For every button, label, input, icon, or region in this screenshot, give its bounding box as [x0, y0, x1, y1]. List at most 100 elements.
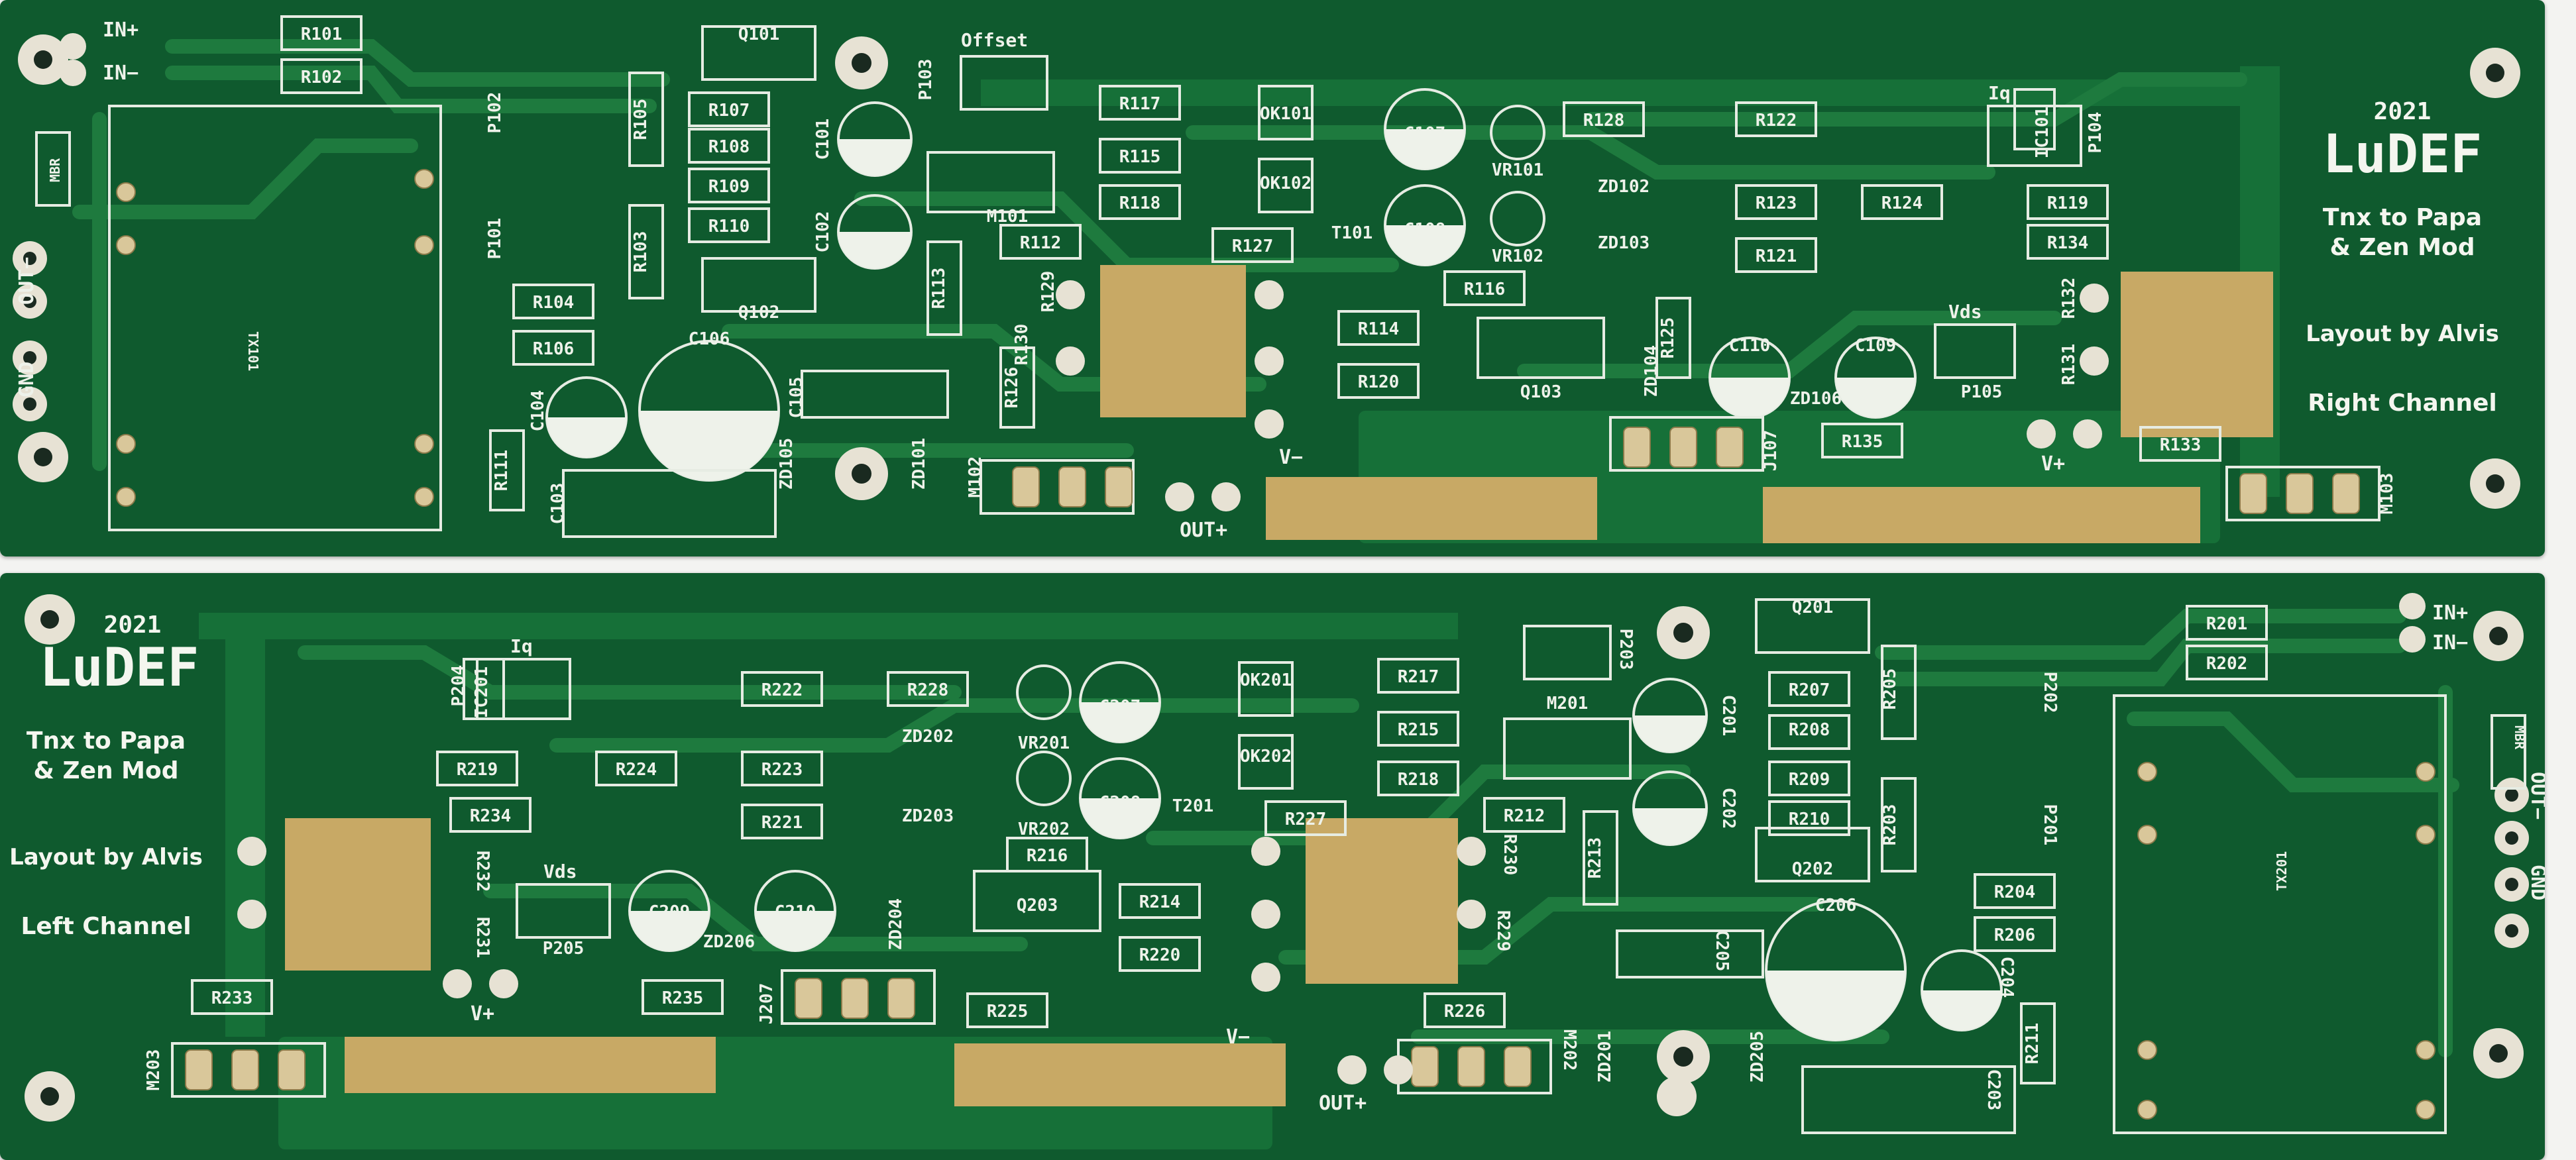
component-ref-r123: R123 — [1756, 193, 1797, 213]
component-ref-r108: R108 — [708, 137, 750, 157]
component-ref-r105: R105 — [631, 99, 651, 140]
pcb-top-text: 2021 LuDEF Tnx to Papa & Zen Mod Layout … — [15, 19, 2499, 542]
component-ref-zd102: ZD102 — [1598, 177, 1650, 197]
component-ref-vr101: VR101 — [1492, 160, 1543, 180]
component-ref-r206: R206 — [1994, 925, 2036, 945]
component-ref-zd203: ZD203 — [902, 806, 954, 826]
component-ref-p201: P201 — [2040, 804, 2060, 846]
board-title: LuDEF — [40, 637, 199, 698]
connector-label: V+ — [471, 1002, 494, 1026]
component-ref-r231: R231 — [473, 917, 492, 959]
credit-line-2: & Zen Mod — [34, 757, 179, 784]
component-ref-ic201: IC201 — [472, 666, 492, 718]
silk-label: Iq — [1988, 82, 2011, 104]
layout-credit: Layout by Alvis — [9, 844, 203, 870]
pcb-top-artwork — [13, 15, 2520, 543]
component-ref-r224: R224 — [616, 760, 657, 780]
component-ref-r112: R112 — [1020, 233, 1062, 253]
component-ref-q203: Q203 — [1017, 896, 1058, 916]
silk-label: MBR — [47, 158, 63, 182]
component-ref-c109: C109 — [1855, 336, 1897, 356]
component-ref-r207: R207 — [1789, 680, 1830, 700]
component-ref-c108: C108 — [1404, 220, 1446, 240]
component-ref-p102: P102 — [485, 92, 505, 134]
component-ref-r222: R222 — [761, 680, 803, 700]
component-ref-zd103: ZD103 — [1598, 233, 1650, 253]
component-ref-r117: R117 — [1119, 94, 1161, 114]
component-ref-r221: R221 — [761, 813, 803, 833]
component-ref-r132: R132 — [2059, 278, 2079, 319]
component-ref-r217: R217 — [1398, 667, 1439, 687]
component-ref-r111: R111 — [492, 450, 512, 492]
silk-label: TX201 — [2274, 851, 2290, 891]
component-ref-r220: R220 — [1139, 945, 1181, 965]
component-ref-c110: C110 — [1729, 336, 1771, 356]
component-ref-vr102: VR102 — [1492, 246, 1543, 266]
component-ref-r125: R125 — [1658, 317, 1678, 359]
component-ref-m203: M203 — [144, 1049, 164, 1091]
component-ref-r129: R129 — [1038, 271, 1058, 313]
component-ref-r234: R234 — [470, 806, 512, 826]
channel-label: Left Channel — [21, 913, 191, 940]
component-ref-c105: C105 — [787, 377, 807, 419]
connector-label: IN+ — [2432, 602, 2468, 625]
mounting-holes — [18, 34, 2520, 509]
connector-label: OUT+ — [1180, 519, 1227, 542]
component-ref-r233: R233 — [211, 988, 253, 1008]
component-ref-m102: M102 — [966, 456, 985, 498]
component-ref-q201: Q201 — [1792, 598, 1834, 617]
component-ref-zd106: ZD106 — [1790, 389, 1842, 409]
mounting-holes — [25, 594, 2524, 1122]
component-ref-c207: C207 — [1099, 697, 1141, 717]
component-ref-c203: C203 — [1984, 1069, 2003, 1111]
component-ref-c103: C103 — [548, 483, 568, 525]
connector-label: OUT− — [2526, 772, 2545, 819]
component-ref-ok201: OK201 — [1240, 670, 1292, 690]
component-ref-p205: P205 — [543, 939, 585, 959]
credit-line-1: Tnx to Papa — [2323, 204, 2482, 231]
component-ref-c102: C102 — [813, 211, 833, 253]
component-ref-zd201: ZD201 — [1595, 1031, 1615, 1082]
component-ref-q103: Q103 — [1520, 382, 1562, 402]
year-label: 2021 — [104, 611, 162, 639]
connector-label: OUT− — [15, 257, 38, 305]
component-ref-r101: R101 — [301, 25, 343, 44]
component-ref-r115: R115 — [1119, 147, 1161, 167]
component-ref-r208: R208 — [1789, 720, 1830, 740]
connector-label: IN− — [2432, 631, 2468, 655]
component-ref-m201: M201 — [1547, 694, 1589, 713]
silk-label: Offset — [961, 29, 1028, 51]
component-ref-p103: P103 — [916, 59, 936, 101]
component-ref-r106: R106 — [533, 339, 575, 359]
component-ref-j107: J107 — [1761, 430, 1781, 472]
left-edge-pads — [13, 33, 86, 421]
component-ref-r215: R215 — [1398, 720, 1439, 740]
component-ref-p105: P105 — [1961, 382, 2003, 402]
component-ref-r212: R212 — [1504, 806, 1545, 826]
component-ref-r127: R127 — [1232, 237, 1274, 256]
silk-label: Vds — [1948, 301, 1982, 323]
component-ref-r109: R109 — [708, 177, 750, 197]
component-ref-r124: R124 — [1881, 193, 1923, 213]
component-ref-zd206: ZD206 — [703, 932, 755, 952]
component-ref-r131: R131 — [2059, 344, 2079, 386]
connector-label: GND — [2526, 865, 2545, 900]
connector-label: GND — [15, 362, 38, 397]
connector-label: OUT+ — [1319, 1092, 1367, 1115]
component-ref-r214: R214 — [1139, 892, 1181, 912]
component-ref-r216: R216 — [1027, 846, 1068, 866]
component-ref-ok202: OK202 — [1240, 747, 1292, 766]
component-ref-r126: R126 — [1002, 367, 1022, 409]
right-edge-pads — [2399, 593, 2529, 948]
component-ref-r210: R210 — [1789, 810, 1830, 829]
component-ref-r204: R204 — [1994, 882, 2036, 902]
capacitors — [628, 661, 2003, 1041]
component-ref-r228: R228 — [907, 680, 949, 700]
pcb-bottom-left-channel: 2021 LuDEF Tnx to Papa & Zen Mod Layout … — [0, 573, 2545, 1160]
component-ref-t101: T101 — [1331, 223, 1373, 243]
component-ref-r202: R202 — [2206, 654, 2248, 674]
pcb-bottom-artwork — [25, 593, 2529, 1149]
component-ref-r135: R135 — [1842, 432, 1883, 452]
component-ref-c104: C104 — [528, 390, 548, 432]
component-ref-c209: C209 — [649, 902, 691, 922]
